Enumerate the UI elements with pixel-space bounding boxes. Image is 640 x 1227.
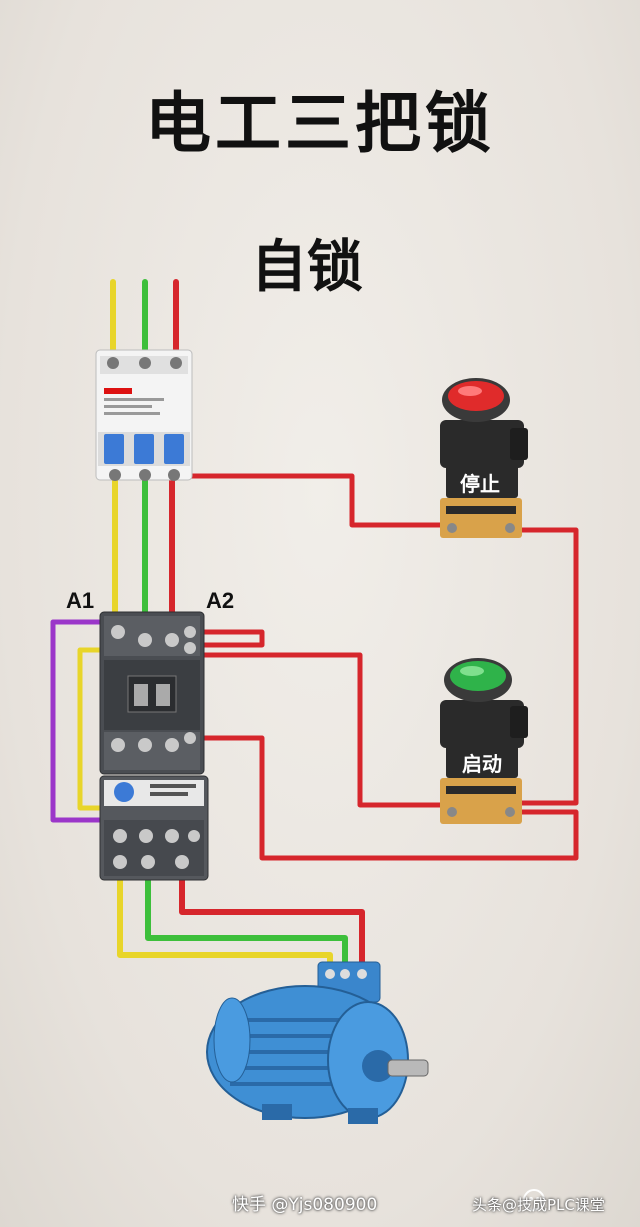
control-wire-to-stop bbox=[171, 473, 448, 528]
page-title: 电工三把锁 bbox=[145, 85, 495, 162]
circuit-breaker-icon bbox=[95, 349, 193, 481]
terminal-label-a1: A1 bbox=[66, 588, 95, 613]
three-phase-motor-icon bbox=[206, 961, 429, 1124]
stop-button-label: 停止 bbox=[460, 472, 500, 496]
control-wire-start-to-a2 bbox=[187, 652, 448, 808]
watermark-left: 快手 @Yjs080900 bbox=[232, 1195, 378, 1215]
contactor-icon bbox=[99, 611, 205, 775]
stop-button-icon bbox=[440, 378, 528, 538]
page-subtitle: 自锁 bbox=[251, 235, 363, 300]
start-button-icon bbox=[440, 658, 528, 824]
motor-wire-green bbox=[145, 857, 348, 975]
self-lock-wire bbox=[187, 735, 579, 861]
watermark-logo-icon bbox=[523, 1189, 545, 1211]
a2-jumper bbox=[187, 629, 265, 648]
thermal-relay-icon bbox=[99, 775, 209, 881]
wires bbox=[50, 279, 579, 975]
motor-wire-red bbox=[179, 857, 365, 975]
control-wire-stop-to-start bbox=[517, 527, 579, 806]
start-button-label: 启动 bbox=[462, 752, 502, 776]
terminal-label-a2: A2 bbox=[206, 588, 235, 613]
watermark-right: 头条@技成PLC课堂 bbox=[472, 1196, 605, 1214]
